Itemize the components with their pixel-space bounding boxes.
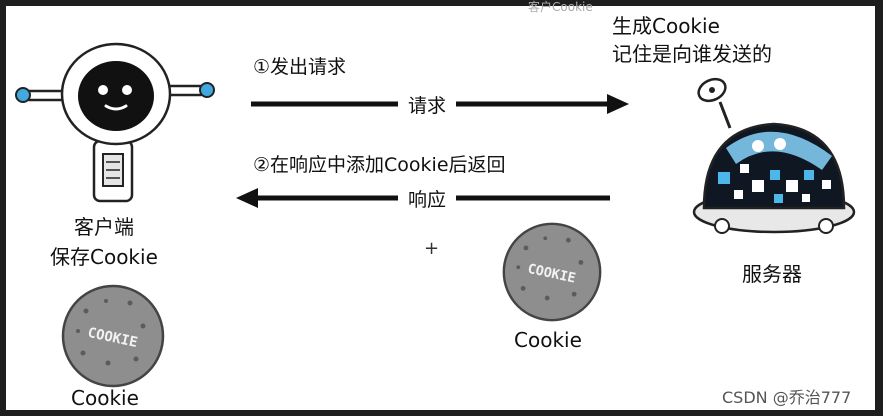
server-note-line2: 记住是向谁发送的 — [612, 42, 772, 66]
client-cookie-caption: Cookie — [71, 386, 139, 410]
server-note-line1: 生成Cookie — [612, 14, 720, 38]
diagram-canvas: 客户Cookie 客户端 保存Cookie — [6, 0, 875, 410]
request-arrow-label: 请求 — [398, 91, 457, 118]
response-cookie-icon: COOKIE — [502, 222, 602, 322]
response-step-label: ②在响应中添加Cookie后返回 — [253, 154, 506, 176]
request-step-label: ①发出请求 — [253, 56, 347, 78]
server-robot-icon — [692, 77, 856, 234]
client-subtitle: 保存Cookie — [50, 245, 158, 269]
client-cookie-icon: COOKIE — [61, 284, 165, 388]
client-title: 客户端 — [74, 215, 134, 239]
top-partial-text: 客户Cookie — [528, 0, 593, 14]
response-arrow-label: 响应 — [398, 185, 457, 212]
client-robot-icon — [15, 42, 215, 203]
server-title: 服务器 — [742, 262, 802, 286]
watermark-text: CSDN @乔治777 — [722, 388, 852, 407]
plus-sign: + — [424, 238, 440, 259]
response-cookie-caption: Cookie — [514, 328, 582, 352]
